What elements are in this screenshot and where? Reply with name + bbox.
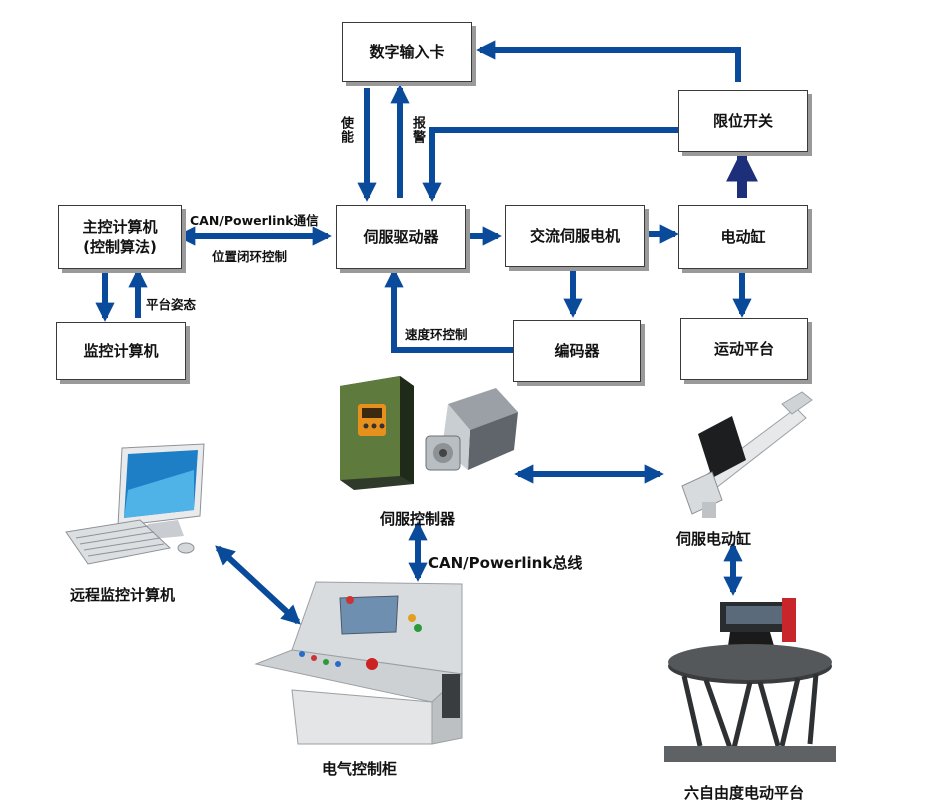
main-computer-block: 主控计算机 (控制算法) bbox=[58, 205, 182, 269]
servo-drive-image bbox=[340, 376, 414, 490]
arrow-limit-to-driver bbox=[422, 127, 678, 202]
platform-pose-label: 平台姿态 bbox=[146, 297, 197, 312]
encoder-block: 编码器 bbox=[513, 320, 641, 382]
servo-cylinder-image bbox=[681, 391, 813, 518]
motion-platform-block: 运动平台 bbox=[680, 318, 808, 380]
remote-computer-caption: 远程监控计算机 bbox=[70, 586, 176, 604]
digital-input-card-label: 数字输入卡 bbox=[369, 42, 445, 61]
servo-driver-block: 伺服驱动器 bbox=[336, 205, 466, 269]
electric-cylinder-block: 电动缸 bbox=[678, 205, 808, 269]
arrow-limit-to-input bbox=[476, 40, 741, 82]
servo-cylinder-caption: 伺服电动缸 bbox=[676, 530, 752, 548]
main-computer-line1: 主控计算机 bbox=[82, 217, 158, 236]
can-bus-label: CAN/Powerlink总线 bbox=[428, 554, 583, 572]
electric-cabinet-image bbox=[254, 581, 464, 745]
position-loop-label: 位置闭环控制 bbox=[212, 249, 288, 264]
six-dof-platform-caption: 六自由度电动平台 bbox=[684, 784, 805, 802]
enable-label: 使能 bbox=[338, 116, 353, 144]
electric-cabinet-caption: 电气控制柜 bbox=[322, 760, 398, 778]
speed-loop-label: 速度环控制 bbox=[405, 327, 468, 342]
servo-motor-image bbox=[425, 388, 518, 471]
arrow-remote-cabinet bbox=[215, 545, 301, 625]
monitor-computer-label: 监控计算机 bbox=[83, 341, 159, 360]
main-computer-line2: (控制算法) bbox=[83, 238, 157, 256]
servo-driver-label: 伺服驱动器 bbox=[363, 227, 439, 246]
main-computer-label: 主控计算机 (控制算法) bbox=[82, 217, 157, 258]
ac-servo-motor-label: 交流伺服电机 bbox=[529, 226, 620, 245]
servo-controller-caption: 伺服控制器 bbox=[380, 510, 456, 528]
limit-switch-block: 限位开关 bbox=[678, 90, 808, 152]
digital-input-card-block: 数字输入卡 bbox=[342, 22, 472, 82]
motion-platform-label: 运动平台 bbox=[713, 339, 774, 358]
monitor-computer-block: 监控计算机 bbox=[56, 322, 186, 380]
alarm-label: 报警 bbox=[410, 116, 425, 144]
remote-computer-image bbox=[65, 443, 205, 565]
six-dof-platform-image bbox=[664, 598, 836, 762]
electric-cylinder-label: 电动缸 bbox=[720, 227, 766, 246]
encoder-label: 编码器 bbox=[554, 341, 600, 360]
ac-servo-motor-block: 交流伺服电机 bbox=[505, 205, 645, 267]
limit-switch-label: 限位开关 bbox=[712, 111, 773, 130]
arrow-speed-loop bbox=[384, 268, 513, 353]
can-comm-label: CAN/Powerlink通信 bbox=[190, 213, 319, 228]
